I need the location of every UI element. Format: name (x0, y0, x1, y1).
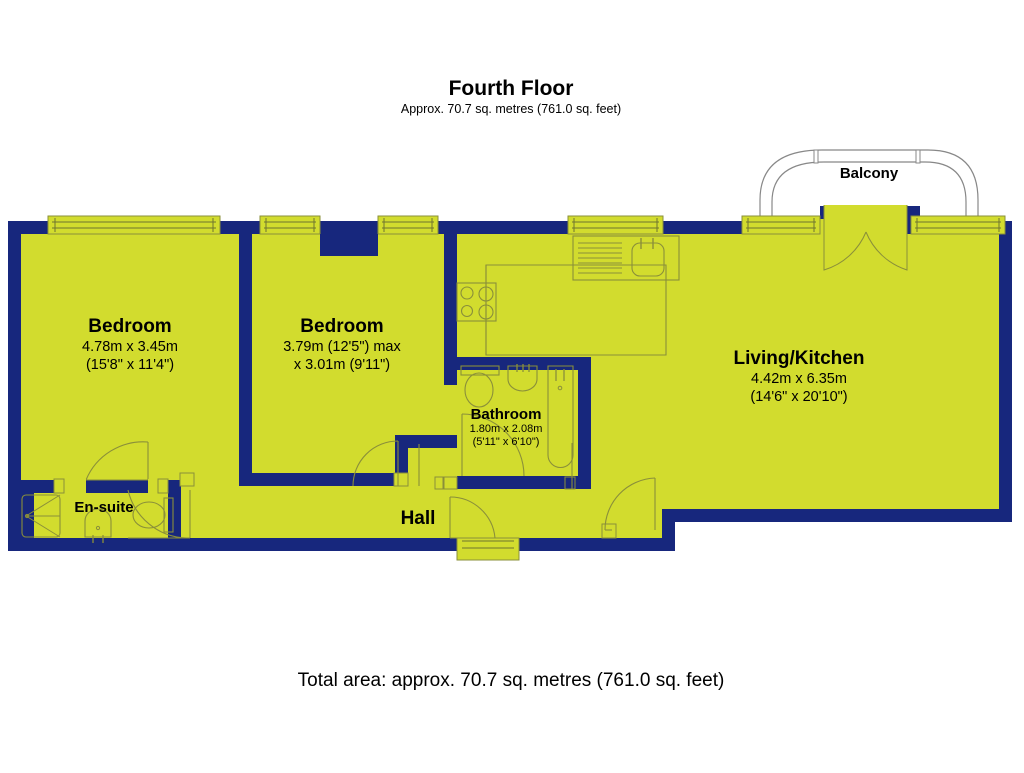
balcony-label: Balcony (840, 165, 899, 182)
balcony-door-arc-left (823, 205, 867, 271)
toilet-icon (460, 365, 500, 408)
wall-pillar-bedroom2 (320, 234, 378, 256)
label-bedroom-1: Bedroom 4.78m x 3.45m (15'8" x 11'4") (82, 316, 178, 373)
door-jamb-bathroom (564, 476, 576, 490)
label-living-kitchen: Living/Kitchen 4.42m x 6.35m (14'6" x 20… (734, 348, 865, 405)
wall-bedroom2-kitchen (444, 234, 457, 359)
total-area-label: Total area: approx. 70.7 sq. metres (761… (298, 670, 725, 691)
toilet-icon (132, 497, 174, 533)
washbasin-icon (507, 364, 538, 392)
balcony-rail-joint-right (915, 149, 921, 164)
entrance-door[interactable] (456, 537, 520, 561)
balcony-french-doors[interactable] (823, 205, 908, 272)
room-dim-metric-living-kitchen: 4.42m x 6.35m (751, 371, 847, 387)
bathroom-door[interactable] (461, 413, 525, 477)
floor-fill (21, 219, 999, 538)
door-jamb-hall (434, 476, 445, 490)
window-bedroom1 (47, 215, 221, 235)
room-name-hall: Hall (401, 508, 436, 529)
page-subtitle: Approx. 70.7 sq. metres (761.0 sq. feet) (401, 102, 621, 116)
hall-corridor-door[interactable] (418, 436, 475, 486)
shower-icon (21, 494, 61, 538)
room-name-ensuite: En-suite (74, 499, 133, 516)
window-bedroom2-right (377, 215, 439, 235)
room-name-living-kitchen: Living/Kitchen (734, 348, 865, 369)
bathroom-fixtures (460, 364, 574, 477)
sink-unit (572, 235, 680, 281)
wall-bathroom-left-upper (444, 357, 457, 385)
room-dim-imperial-bedroom-2: x 3.01m (9'11") (294, 357, 390, 373)
room-dim-imperial-bedroom-1: (15'8" x 11'4") (86, 357, 174, 373)
wall-bathroom-bottom (457, 476, 591, 489)
label-bathroom: Bathroom 1.80m x 2.08m (5'11" x 6'10") (470, 406, 543, 448)
window-kitchen (567, 215, 664, 235)
wall-bedroom1-bedroom2 (239, 234, 252, 486)
bathtub-icon (547, 365, 574, 469)
sink-icon (578, 238, 665, 277)
window-living-right (910, 215, 1006, 235)
wall-ensuite-right (168, 480, 181, 538)
page-title: Fourth Floor (449, 77, 574, 100)
label-bedroom-2: Bedroom 3.79m (12'5") max x 3.01m (9'11"… (283, 316, 401, 373)
ensuite-fixtures (21, 441, 174, 543)
ensuite-door[interactable] (53, 441, 169, 494)
room-dim-metric-bedroom-2: 3.79m (12'5") max (283, 339, 401, 355)
hall-upper-door[interactable] (571, 443, 618, 489)
window-bedroom2-left (259, 215, 321, 235)
balcony-door-arc-right (865, 205, 908, 271)
bedroom1-door[interactable] (127, 472, 195, 539)
kitchen-units (456, 235, 680, 356)
washbasin-icon (84, 508, 112, 543)
wall-hall-top (395, 435, 457, 448)
hob-icon (456, 282, 497, 322)
room-name-bedroom-1: Bedroom (88, 316, 171, 337)
room-dim-metric-bedroom-1: 4.78m x 3.45m (82, 339, 178, 355)
wall-bathroom-top (457, 357, 591, 370)
room-name-bathroom: Bathroom (471, 406, 542, 423)
bedroom2-door[interactable] (352, 440, 409, 487)
room-name-bedroom-2: Bedroom (300, 316, 383, 337)
room-dim-imperial-bathroom: (5'11" x 6'10") (473, 436, 540, 448)
balcony-rail-joint-left (813, 149, 819, 164)
window-living-left (741, 215, 821, 235)
room-dim-metric-bathroom: 1.80m x 2.08m (470, 423, 543, 435)
room-dim-imperial-living-kitchen: (14'6" x 20'10") (750, 389, 847, 405)
wall-bathroom-right (578, 357, 591, 489)
living-hall-door[interactable] (601, 477, 656, 539)
balcony-door-leaf-right[interactable] (866, 205, 907, 272)
balcony-door-leaf-left[interactable] (824, 205, 866, 272)
wall-bedroom2-bottom (252, 473, 395, 486)
